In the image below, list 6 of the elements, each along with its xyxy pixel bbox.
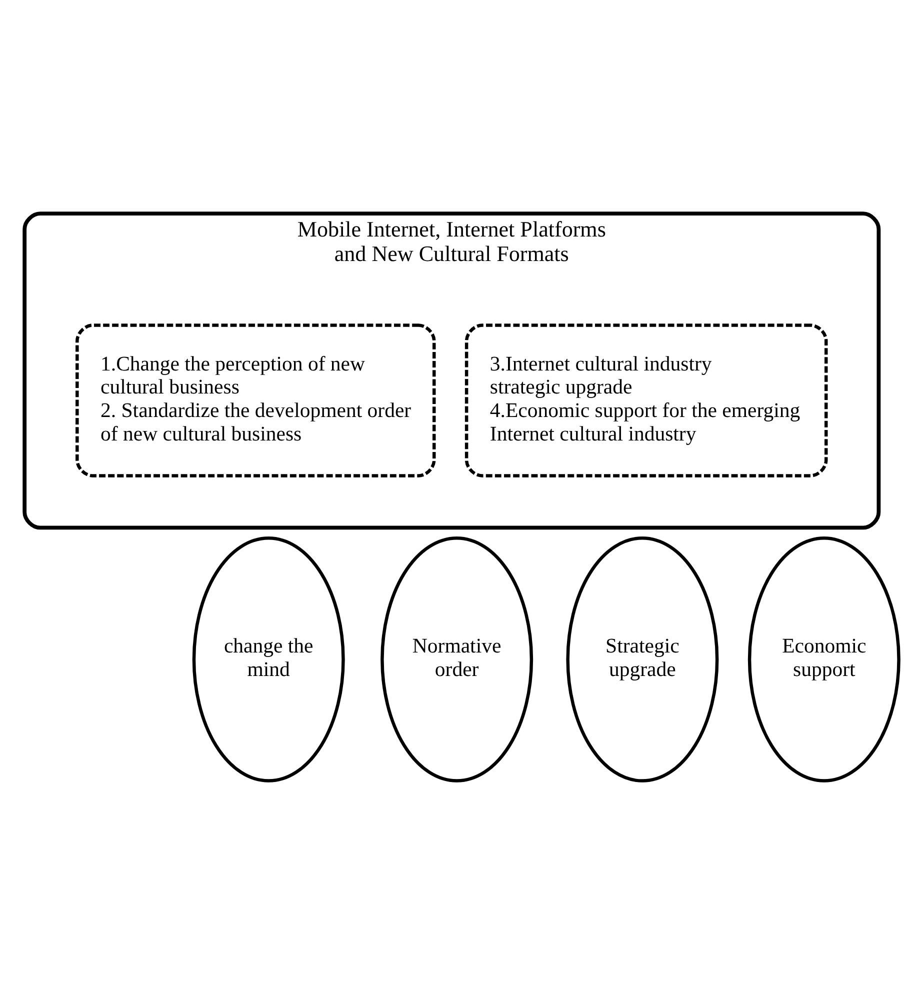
node-ellipse: Economic support	[747, 536, 900, 782]
node-ellipse: Strategic upgrade	[566, 536, 718, 782]
node-ellipse: Normative order	[380, 536, 533, 782]
node-ellipse: change the mind	[192, 536, 344, 782]
node-box: 1.Change the perception of new cultural business 2. Standardize the development order of new cultural business	[75, 324, 436, 478]
node-box: 3.Internet cultural industry strategic upgrade 4.Economic support for the emerging Internet cultural industry	[464, 324, 828, 478]
